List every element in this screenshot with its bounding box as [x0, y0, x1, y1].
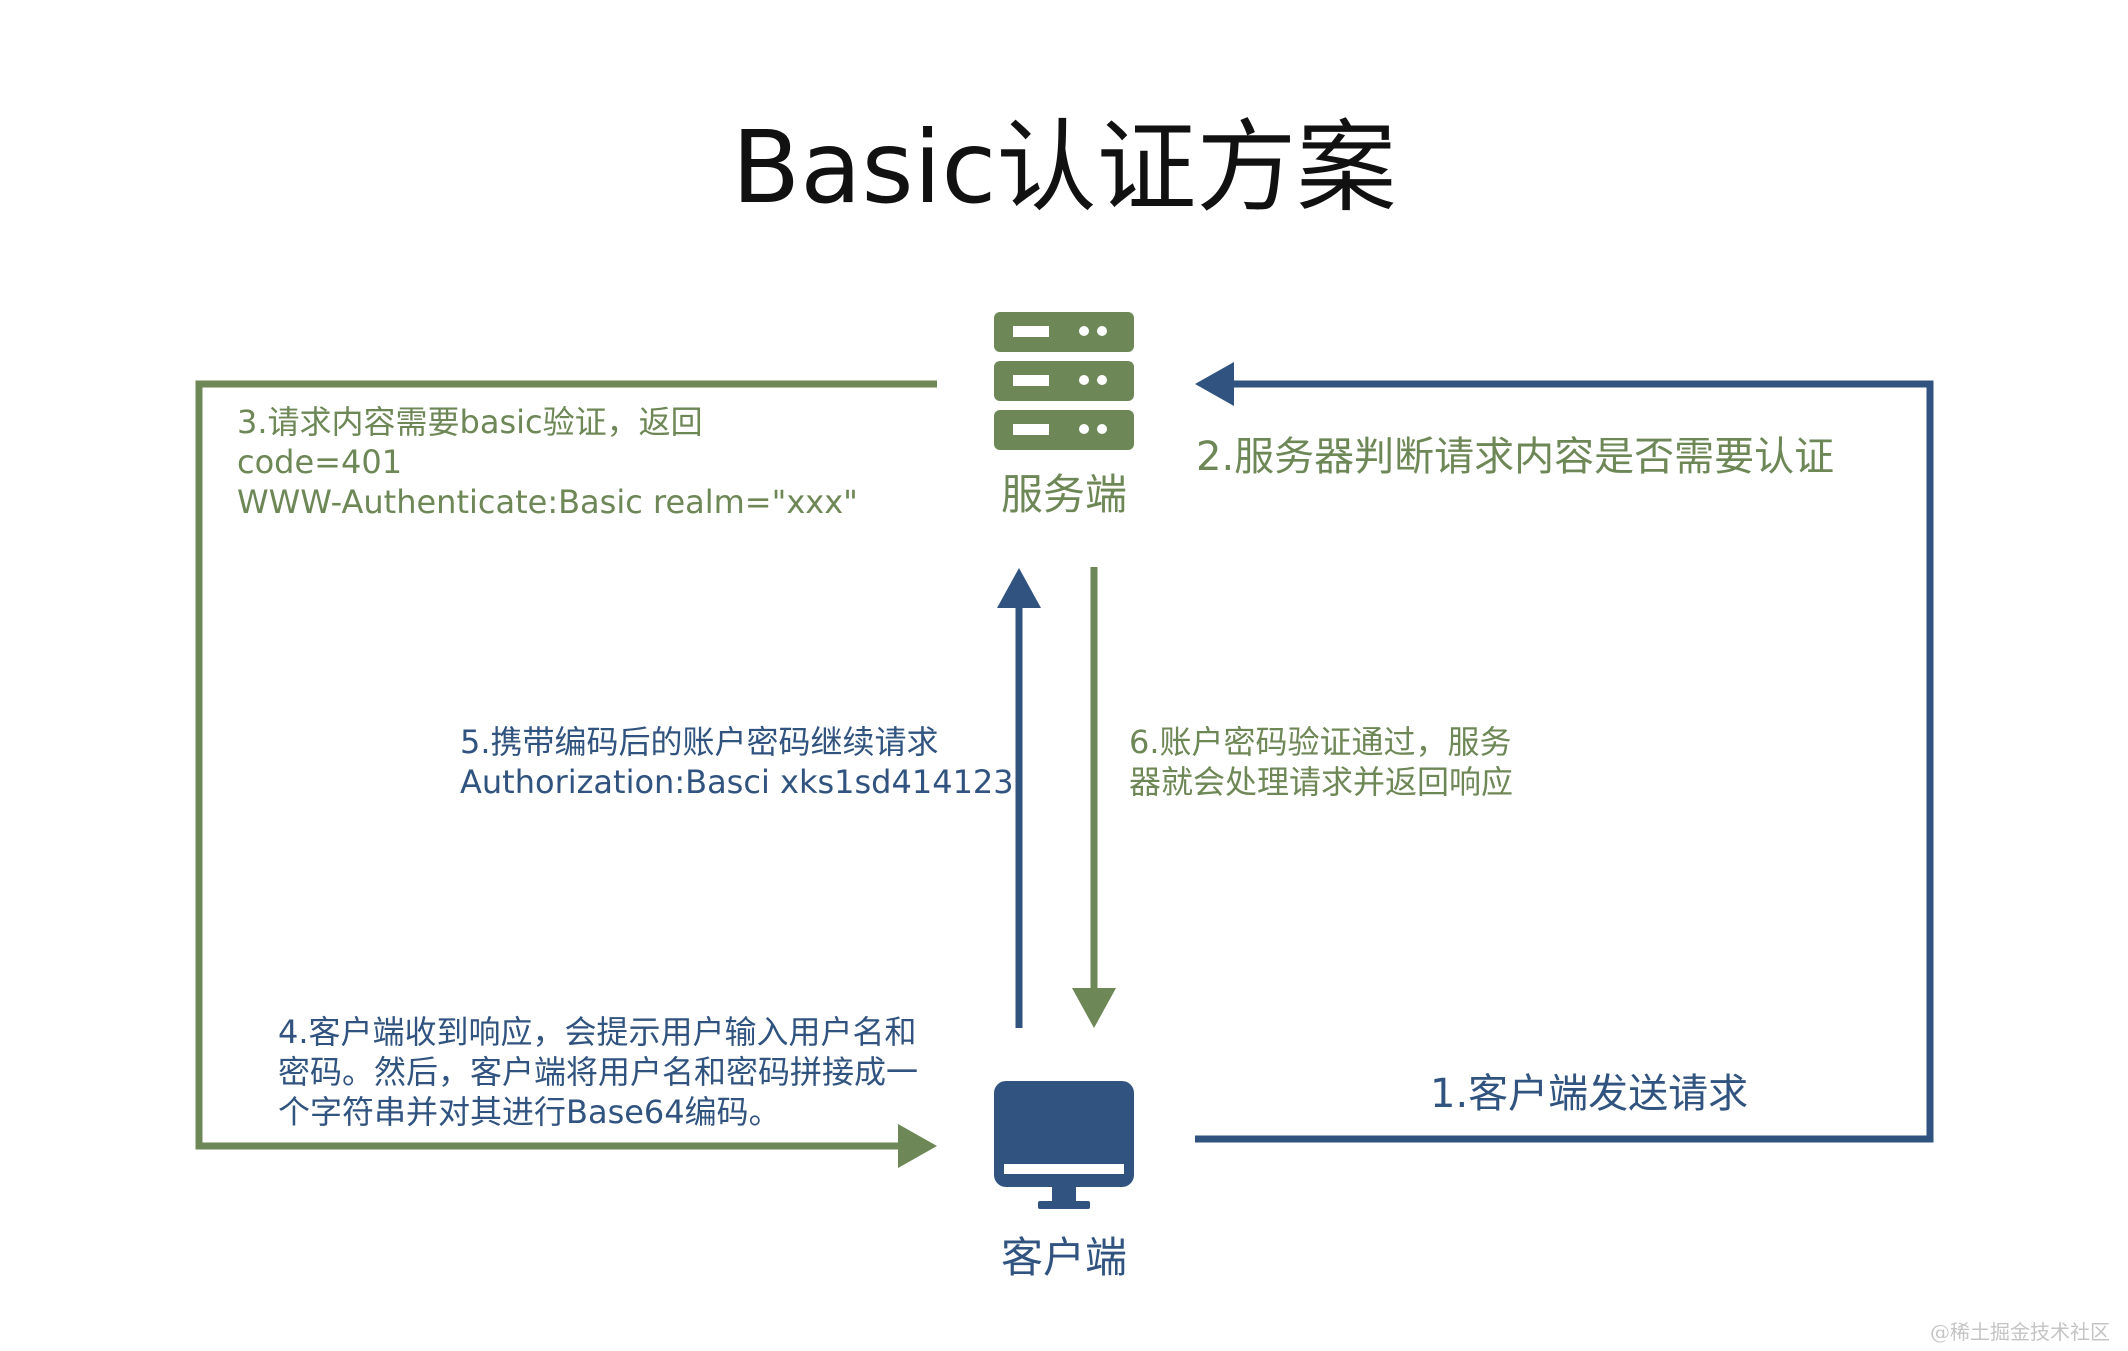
server-label: 服务端 [1000, 470, 1127, 519]
monitor-icon [994, 1081, 1134, 1209]
step3-note: 3.请求内容需要basic验证，返回 code=401 WWW-Authenti… [237, 403, 858, 521]
response-401-line [195, 380, 937, 1150]
auth-response-arrowhead [1072, 988, 1116, 1028]
auth-request-arrowhead [997, 568, 1041, 608]
response-401-arrowhead [898, 1124, 937, 1168]
step6-note: 6.账户密码验证通过，服务 器就会处理请求并返回响应 [1129, 723, 1514, 801]
server-icon [994, 312, 1134, 450]
page-title: Basic认证方案 [731, 109, 1397, 226]
watermark: @稀土掘金技术社区 [1930, 1320, 2110, 1344]
step4-note: 4.客户端收到响应，会提示用户输入用户名和 密码。然后，客户端将用户名和密码拼接… [278, 1013, 919, 1131]
request-arrowhead [1195, 362, 1234, 406]
step2-label: 2.服务器判断请求内容是否需要认证 [1196, 434, 1835, 480]
step1-label: 1.客户端发送请求 [1430, 1071, 1749, 1117]
step5-note: 5.携带编码后的账户密码继续请求 Authorization:Basci xks… [460, 723, 1014, 801]
request-line [1195, 380, 1934, 1143]
client-label: 客户端 [1000, 1233, 1127, 1282]
